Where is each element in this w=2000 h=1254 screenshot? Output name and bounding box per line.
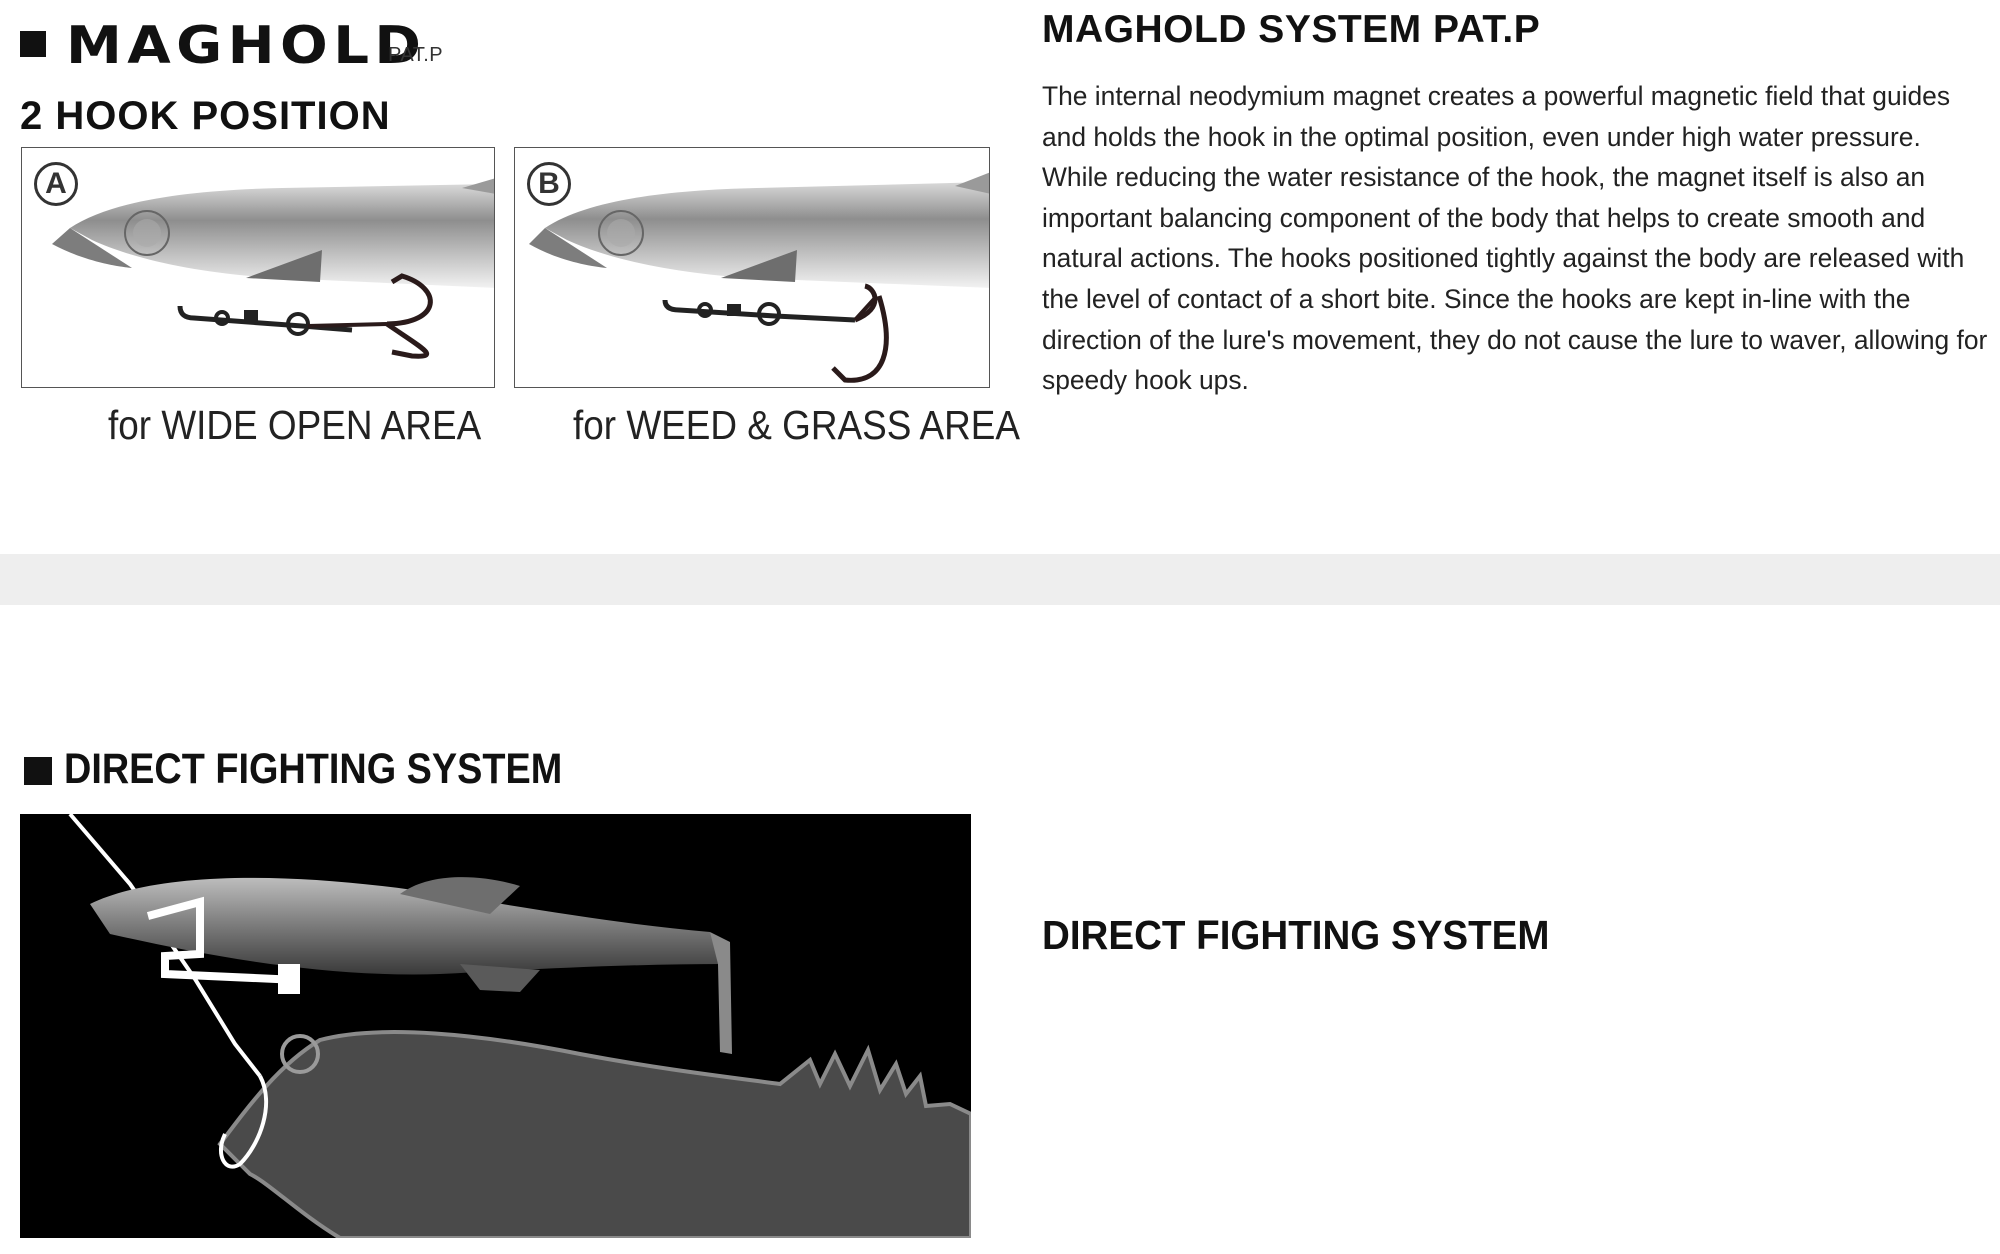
badge-b: B [527,162,571,206]
section-marker [24,757,52,785]
caption-weed-grass-area: for WEED & GRASS AREA [573,402,1021,448]
direct-fighting-heading: DIRECT FIGHTING SYSTEM [64,745,563,793]
badge-a: A [34,162,78,206]
direct-fighting-illustration [20,814,971,1238]
caption-wide-open-area: for WIDE OPEN AREA [108,402,482,448]
maghold-logo: MAGHOLD [66,16,427,76]
section-marker [20,31,46,57]
hook-position-title: 2 HOOK POSITION [20,94,391,138]
lure-and-fish-illustration [68,814,971,1238]
hook-position-panel-b: B [514,147,990,388]
direct-fighting-side-title: DIRECT FIGHTING SYSTEM [1042,912,1550,958]
maghold-system-title: MAGHOLD SYSTEM PAT.P [1042,8,1541,51]
hook-position-panel-a: A [21,147,495,388]
lure-illustration-a [52,178,494,359]
section-divider [0,554,2000,605]
maghold-system-description: The internal neodymium magnet creates a … [1042,81,1988,396]
logo-suffix: PAT.P [388,44,444,66]
lure-illustration-b [529,172,989,383]
